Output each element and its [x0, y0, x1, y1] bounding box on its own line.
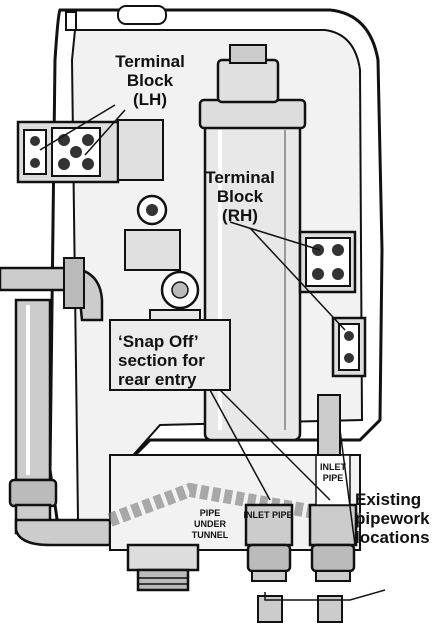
top-mounting-slot	[117, 5, 167, 25]
inlet-pipe-right-label-1: INLET	[320, 462, 347, 472]
snap-off-section	[109, 319, 231, 391]
label-snap-off: ‘Snap Off’ section for rear entry	[118, 332, 248, 389]
label-terminal-block-rh-line2: Block	[216, 187, 264, 206]
label-existing-pipework-line2: pipework	[355, 509, 430, 528]
pipe-under-tunnel-label-1: PIPE	[200, 508, 221, 518]
label-terminal-block-lh: Terminal Block (LH)	[95, 52, 205, 109]
inlet-pipe-center	[244, 503, 294, 582]
inlet-pipe-center-label: INLET PIPE	[243, 510, 292, 520]
label-existing-pipework: Existing pipework locations	[355, 490, 447, 547]
left-elbow-pipe	[0, 257, 112, 547]
label-terminal-block-rh: Terminal Block (RH)	[185, 168, 295, 225]
solenoid-housing	[216, 58, 280, 104]
top-tab	[65, 11, 77, 31]
label-snap-off-line2: section for	[118, 351, 205, 370]
inlet-pipe-right-label-2: PIPE	[323, 473, 344, 483]
label-terminal-block-rh-line1: Terminal	[205, 168, 275, 187]
pipe-under-tunnel	[107, 482, 362, 527]
label-existing-pipework-line1: Existing	[355, 490, 422, 509]
cylinder-top-cap	[198, 98, 307, 130]
bottom-outlet	[126, 543, 200, 592]
label-snap-off-line1: ‘Snap Off’	[118, 332, 199, 351]
terminal-block-lh	[16, 120, 120, 184]
label-terminal-block-lh-line3: (LH)	[133, 90, 167, 109]
label-terminal-block-lh-line2: Block	[126, 71, 174, 90]
label-existing-pipework-line3: locations	[355, 528, 430, 547]
existing-pipework-stub-right	[317, 394, 341, 456]
leader-lines	[39, 104, 386, 601]
label-terminal-block-rh-line3: (RH)	[222, 206, 258, 225]
solenoid-cap	[229, 44, 267, 64]
label-terminal-block-lh-line1: Terminal	[115, 52, 185, 71]
pipe-under-tunnel-label-2: UNDER	[194, 519, 227, 529]
terminal-block-rh	[298, 230, 367, 378]
inlet-pipe-right	[308, 454, 358, 582]
label-snap-off-line3: rear entry	[118, 370, 197, 389]
pipe-under-tunnel-label-3: TUNNEL	[192, 530, 229, 540]
